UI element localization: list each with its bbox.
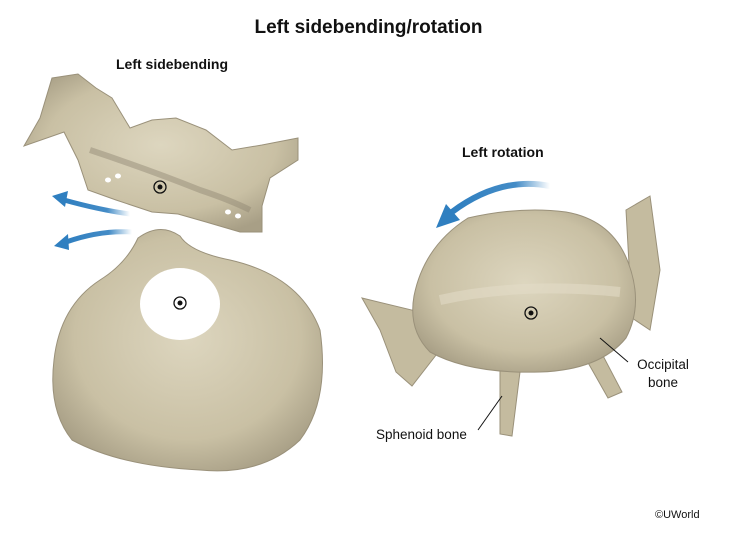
sphenoid-leader-line (477, 395, 503, 431)
rotation-axis-icon (153, 180, 167, 194)
occipital-label-line1: Occipital (637, 357, 689, 372)
sphenoid-bone-label: Sphenoid bone (376, 427, 467, 442)
occipital-bone-right-view (412, 209, 637, 373)
left-rotation-heading: Left rotation (462, 144, 544, 160)
page-title: Left sidebending/rotation (254, 17, 483, 38)
curved-arrow-icon (436, 180, 553, 228)
left-sidebending-heading: Left sidebending (116, 56, 228, 72)
occipital-bone-label: Occipital bone (628, 356, 698, 392)
curved-arrow-icon (54, 229, 135, 250)
sphenoid-bone-left-view (22, 73, 299, 233)
occipital-leader-line (599, 337, 629, 363)
occipital-bone-left-view (52, 229, 323, 472)
rotation-axis-icon (524, 306, 538, 320)
copyright-notice: ©UWorld (655, 509, 700, 521)
curved-arrow-icon (52, 191, 133, 217)
rotation-axis-icon (173, 296, 187, 310)
occipital-label-line2: bone (647, 375, 679, 390)
